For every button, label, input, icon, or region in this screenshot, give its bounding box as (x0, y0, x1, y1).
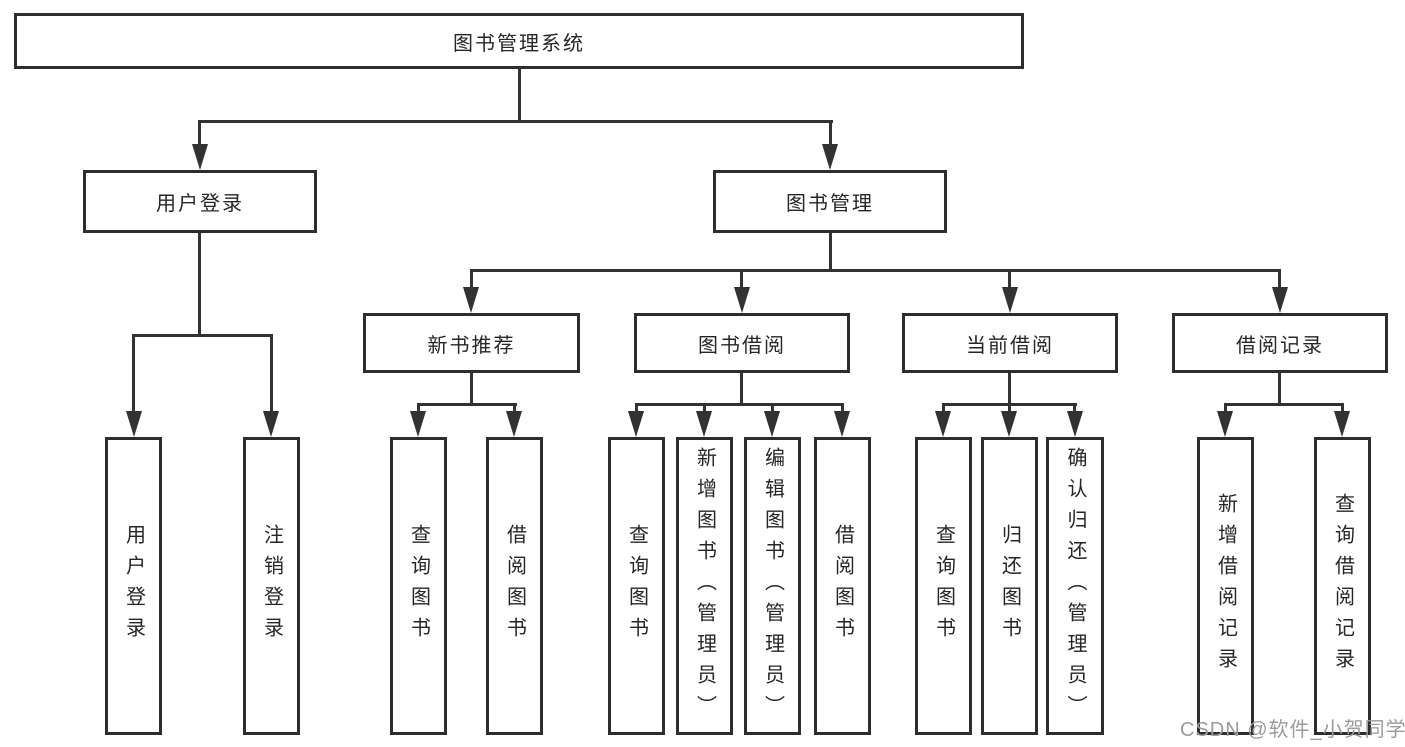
leaf-confirm-return: 确认归还（管理员） (1046, 437, 1104, 735)
node-user-login: 用户登录 (83, 170, 317, 233)
connector-line (1341, 403, 1344, 413)
leaf-borrow-books-2: 借阅图书 (814, 437, 871, 735)
node-book-management: 图书管理 (713, 170, 947, 233)
leaf-label: 查询借阅记录 (1331, 493, 1354, 679)
connector-line (198, 120, 833, 123)
arrow-down-icon (1002, 287, 1018, 313)
connector-line (771, 403, 774, 413)
node-current-borrow: 当前借阅 (902, 313, 1118, 373)
connector-line (417, 403, 517, 406)
connector-line (417, 403, 420, 413)
node-book-borrow: 图书借阅 (634, 313, 850, 373)
leaf-label: 借阅图书 (831, 524, 854, 648)
arrow-down-icon (734, 287, 750, 313)
connector-line (1224, 403, 1227, 413)
leaf-label: 新增图书（管理员） (693, 446, 716, 726)
arrow-down-icon (1001, 411, 1017, 437)
arrow-down-icon (410, 411, 426, 437)
leaf-label: 确认归还（管理员） (1064, 446, 1086, 726)
connector-line (513, 403, 516, 413)
leaf-query-books-2: 查询图书 (608, 437, 665, 735)
leaf-user-login: 用户登录 (105, 437, 162, 735)
leaf-label: 编辑图书（管理员） (761, 446, 784, 726)
connector-line (1278, 373, 1281, 406)
connector-line (198, 120, 201, 146)
arrow-down-icon (263, 411, 279, 437)
node-library-system: 图书管理系统 (14, 13, 1024, 69)
leaf-label: 归还图书 (998, 524, 1021, 648)
leaf-label: 用户登录 (122, 524, 145, 648)
connector-line (635, 403, 844, 406)
leaf-return-books: 归还图书 (981, 437, 1038, 735)
leaf-logout: 注销登录 (243, 437, 300, 735)
leaf-query-books-3: 查询图书 (915, 437, 972, 735)
connector-line (1008, 373, 1011, 406)
connector-line (1008, 403, 1011, 413)
connector-line (841, 403, 844, 413)
connector-line (1278, 269, 1281, 290)
node-new-book-recommend: 新书推荐 (363, 313, 580, 373)
connector-line (1073, 403, 1076, 413)
arrow-down-icon (506, 411, 522, 437)
connector-line (470, 269, 473, 290)
leaf-add-borrow-record: 新增借阅记录 (1197, 437, 1254, 735)
connector-line (942, 403, 945, 413)
leaf-query-books-1: 查询图书 (390, 437, 447, 735)
connector-line (470, 373, 473, 406)
leaf-label: 注销登录 (260, 524, 283, 648)
arrow-down-icon (463, 287, 479, 313)
connector-line (198, 233, 201, 337)
arrow-down-icon (935, 411, 951, 437)
leaf-label: 查询图书 (625, 524, 648, 648)
connector-line (829, 120, 832, 146)
arrow-down-icon (126, 411, 142, 437)
leaf-label: 查询图书 (407, 524, 430, 648)
connector-line (740, 373, 743, 406)
arrow-down-icon (628, 411, 644, 437)
arrow-down-icon (696, 411, 712, 437)
arrow-down-icon (1067, 411, 1083, 437)
leaf-borrow-books-1: 借阅图书 (486, 437, 543, 735)
leaf-label: 新增借阅记录 (1214, 493, 1237, 679)
node-borrow-records: 借阅记录 (1172, 313, 1388, 373)
connector-line (518, 67, 521, 123)
arrow-down-icon (1272, 287, 1288, 313)
leaf-add-books: 新增图书（管理员） (676, 437, 733, 735)
leaf-label: 查询图书 (932, 524, 955, 648)
connector-line (635, 403, 638, 413)
leaf-edit-books: 编辑图书（管理员） (744, 437, 801, 735)
connector-line (740, 269, 743, 290)
watermark: CSDN @软件_小贺同学 (1180, 719, 1405, 741)
connector-line (1224, 403, 1344, 406)
connector-line (132, 334, 273, 337)
connector-line (132, 334, 135, 414)
connector-line (703, 403, 706, 413)
arrow-down-icon (192, 144, 208, 170)
connector-line (1008, 269, 1011, 290)
connector-line (270, 334, 273, 414)
arrow-down-icon (822, 144, 838, 170)
arrow-down-icon (1334, 411, 1350, 437)
arrow-down-icon (764, 411, 780, 437)
leaf-query-borrow-record: 查询借阅记录 (1314, 437, 1371, 735)
connector-line (470, 269, 1281, 272)
arrow-down-icon (1217, 411, 1233, 437)
connector-line (829, 233, 832, 272)
arrow-down-icon (834, 411, 850, 437)
leaf-label: 借阅图书 (503, 524, 526, 648)
